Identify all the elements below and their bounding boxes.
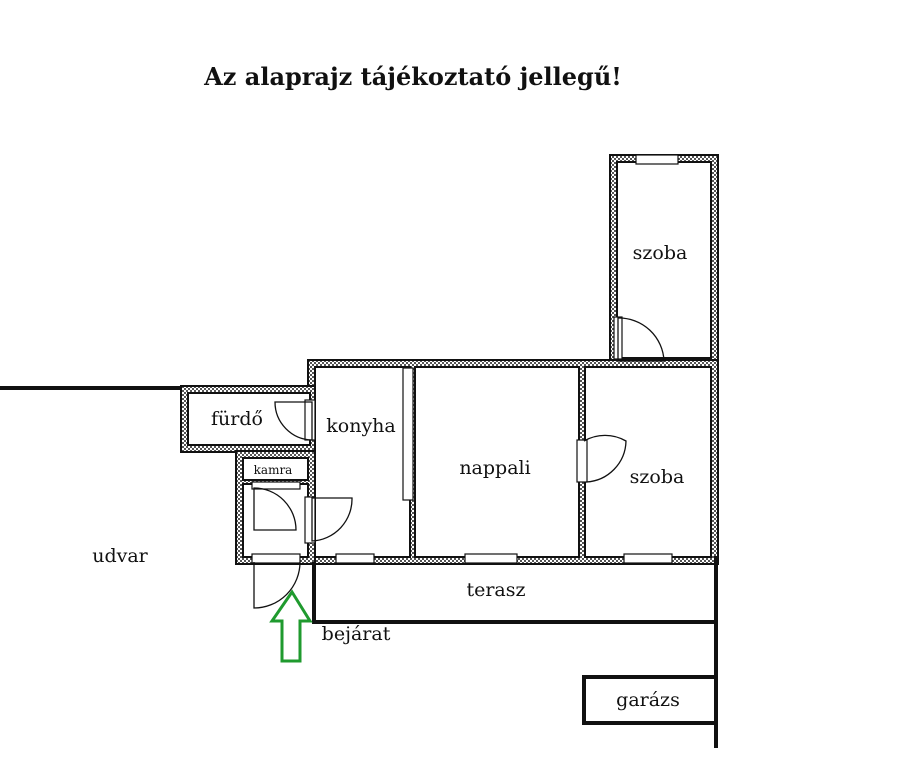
door-swing-entrance xyxy=(253,561,301,609)
window-szoba-top xyxy=(635,154,679,165)
door-swing-furdo xyxy=(274,401,313,441)
label-garazs: garázs xyxy=(616,689,680,711)
label-nappali: nappali xyxy=(459,457,530,479)
label-szoba-right: szoba xyxy=(630,466,685,488)
window-entrance xyxy=(251,553,301,564)
door-swing-szoba-top xyxy=(617,317,665,362)
partition-konyha-nappali xyxy=(402,367,414,501)
entrance-arrow-icon xyxy=(269,589,313,663)
window-szoba-right xyxy=(623,553,673,564)
partition-nappali-szoba xyxy=(576,439,588,483)
door-swing-kamra xyxy=(253,487,297,531)
label-szoba-top: szoba xyxy=(633,242,688,264)
wall-main-block xyxy=(307,359,719,565)
label-konyha: konyha xyxy=(326,415,396,437)
label-udvar: udvar xyxy=(92,545,148,567)
window-nappali xyxy=(464,553,518,564)
label-furdo: fürdő xyxy=(211,408,263,430)
window-konyha xyxy=(335,553,375,564)
door-leaf-furdo xyxy=(304,399,316,441)
label-terasz: terasz xyxy=(466,579,525,601)
plan-title: Az alaprajz tájékoztató jellegű! xyxy=(203,62,622,91)
door-leaf-kamra-inner xyxy=(251,481,301,490)
garazs-outline xyxy=(582,675,718,725)
door-swing-kamra-main xyxy=(311,497,353,542)
label-bejarat: bejárat xyxy=(322,623,391,645)
door-swing-nappali-szoba xyxy=(583,434,627,483)
door-leaf-kamra xyxy=(304,496,316,544)
label-kamra: kamra xyxy=(254,463,293,477)
